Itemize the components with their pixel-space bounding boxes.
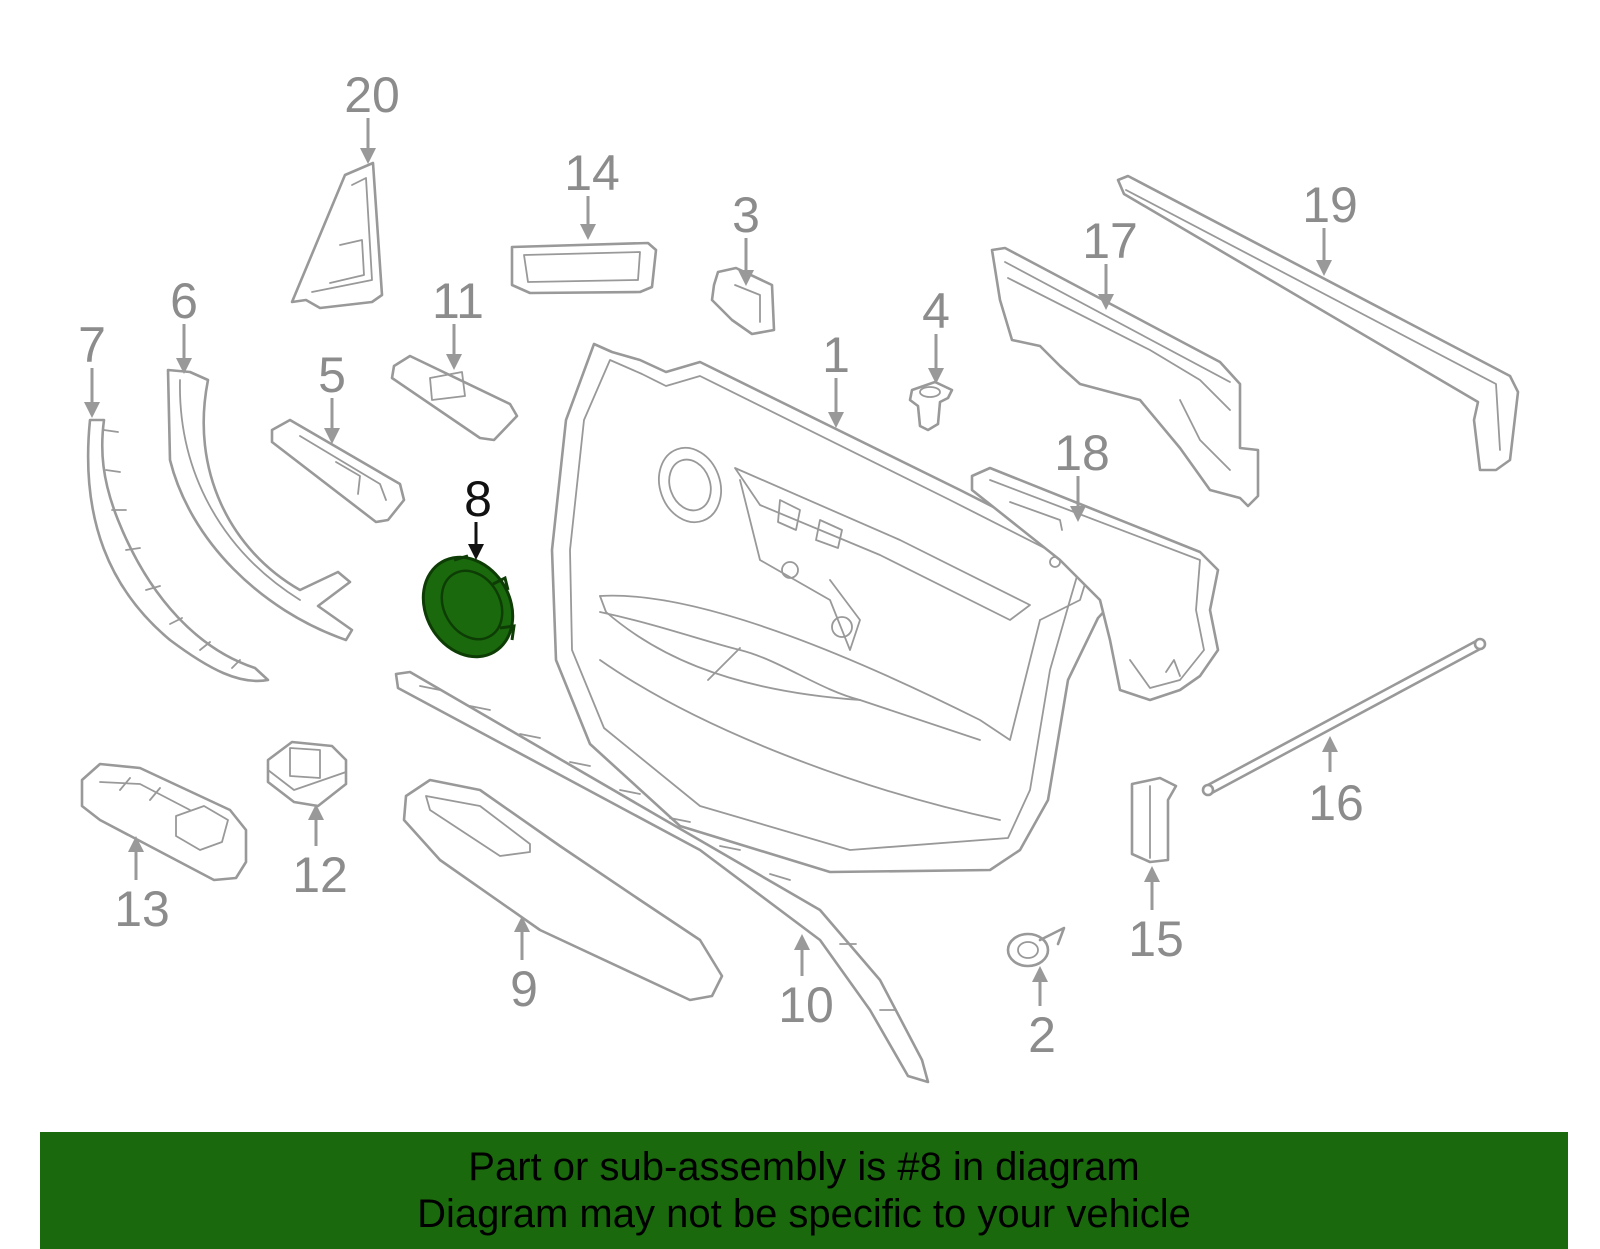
svg-text:20: 20	[344, 67, 400, 123]
info-banner: Part or sub-assembly is #8 in diagram Di…	[40, 1132, 1568, 1249]
callout-10: 10	[778, 934, 834, 1033]
part-10-trim-strip[interactable]	[394, 670, 930, 1084]
svg-text:3: 3	[732, 187, 760, 243]
part-1-door-panel[interactable]	[550, 342, 1128, 874]
part-8-speaker-cover[interactable]	[406, 541, 531, 673]
part-13-window-switch[interactable]	[80, 762, 248, 882]
callout-6: 6	[170, 273, 198, 374]
callout-2: 2	[1028, 966, 1056, 1063]
part-2-push-pin[interactable]	[1006, 926, 1066, 968]
callout-7: 7	[78, 317, 106, 418]
callout-13: 13	[114, 836, 170, 937]
callout-14: 14	[564, 145, 620, 240]
part-14-storage-tray[interactable]	[510, 241, 658, 295]
part-4-push-clip[interactable]	[908, 380, 954, 432]
svg-text:4: 4	[922, 283, 950, 339]
part-17-armrest-carrier[interactable]	[990, 246, 1260, 508]
callout-20: 20	[344, 67, 400, 164]
part-9-armrest[interactable]	[402, 778, 724, 1002]
callout-9: 9	[510, 916, 538, 1017]
parts-diagram: 20 14 3 11 6 7 5 4 1	[78, 67, 1520, 1084]
part-16-rod[interactable]	[1201, 637, 1487, 797]
callout-8: 8	[464, 471, 492, 560]
svg-text:17: 17	[1082, 213, 1138, 269]
callout-1: 1	[822, 327, 850, 428]
svg-text:18: 18	[1054, 425, 1110, 481]
svg-text:13: 13	[114, 881, 170, 937]
callout-4: 4	[922, 283, 950, 384]
svg-text:19: 19	[1302, 177, 1358, 233]
svg-text:7: 7	[78, 317, 106, 373]
part-11-switch-bezel[interactable]	[390, 354, 519, 442]
part-7-curved-trim[interactable]	[86, 418, 270, 683]
callout-16: 16	[1308, 736, 1364, 831]
banner-line-2: Diagram may not be specific to your vehi…	[417, 1192, 1191, 1236]
svg-text:8: 8	[464, 471, 492, 527]
callout-18: 18	[1054, 425, 1110, 522]
svg-text:6: 6	[170, 273, 198, 329]
svg-text:14: 14	[564, 145, 620, 201]
part-18-carrier[interactable]	[970, 466, 1220, 702]
callout-17: 17	[1082, 213, 1138, 310]
callout-19: 19	[1302, 177, 1358, 276]
part-15-clip[interactable]	[1130, 776, 1178, 864]
callout-5: 5	[318, 347, 346, 444]
svg-text:15: 15	[1128, 911, 1184, 967]
part-6-grab-handle[interactable]	[166, 368, 354, 642]
callout-15: 15	[1128, 866, 1184, 967]
svg-text:5: 5	[318, 347, 346, 403]
svg-text:11: 11	[432, 273, 484, 329]
part-12-switch[interactable]	[266, 740, 348, 808]
svg-text:2: 2	[1028, 1007, 1056, 1063]
callout-11: 11	[432, 273, 484, 370]
svg-text:1: 1	[822, 327, 850, 383]
svg-text:10: 10	[778, 977, 834, 1033]
part-19-window-seal[interactable]	[1116, 174, 1520, 472]
callout-12: 12	[292, 804, 348, 903]
callout-3: 3	[732, 187, 760, 286]
part-5-switch-bezel[interactable]	[270, 418, 406, 524]
svg-text:9: 9	[510, 961, 538, 1017]
svg-text:12: 12	[292, 847, 348, 903]
banner-line-1: Part or sub-assembly is #8 in diagram	[468, 1145, 1140, 1189]
part-20-mirror-trim[interactable]	[290, 161, 384, 310]
svg-text:16: 16	[1308, 775, 1364, 831]
